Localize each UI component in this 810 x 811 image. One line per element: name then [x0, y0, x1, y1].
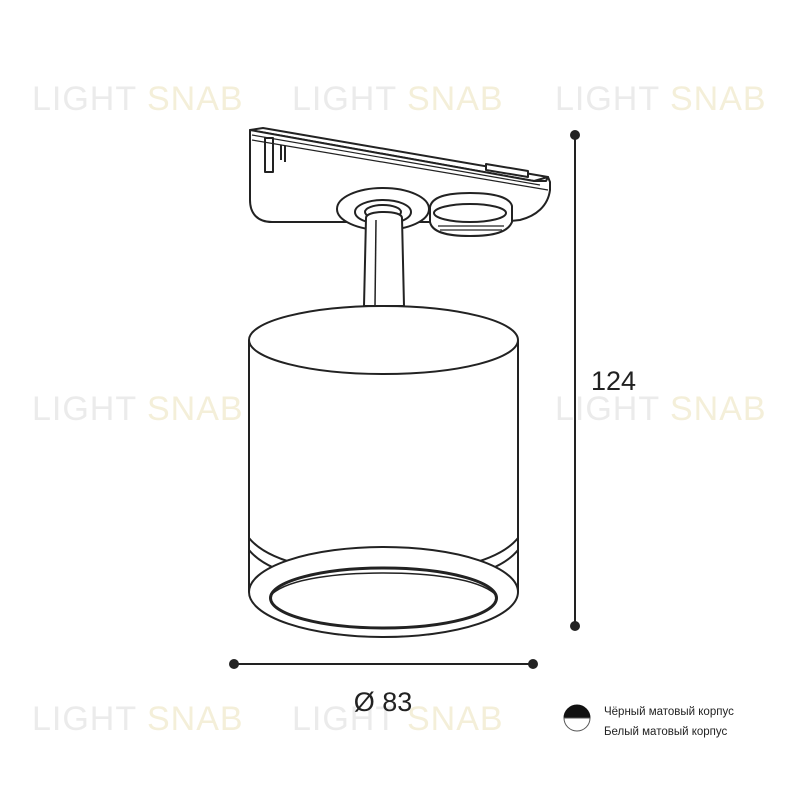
- legend-item-white: Белый матовый корпус: [604, 726, 728, 738]
- dimension-endpoint: [528, 659, 538, 669]
- watermark-text: LIGHT SNAB: [555, 80, 767, 118]
- diameter-label: Ø 83: [354, 687, 413, 717]
- height-dimension: 124: [570, 130, 636, 631]
- watermark-text: LIGHT SNAB: [292, 80, 504, 118]
- stem: [362, 210, 406, 307]
- color-legend: Чёрный матовый корпус Белый матовый корп…: [563, 704, 734, 738]
- dimension-endpoint: [570, 621, 580, 631]
- watermark-text: LIGHT SNAB: [32, 390, 244, 428]
- dimension-endpoint: [570, 130, 580, 140]
- locking-knob: [429, 191, 513, 238]
- lamp-body: [248, 305, 519, 592]
- dimension-endpoint: [229, 659, 239, 669]
- watermark-text: LIGHT SNAB: [555, 390, 767, 428]
- lamp-opening: [248, 546, 519, 638]
- legend-item-black: Чёрный матовый корпус: [604, 706, 734, 718]
- diameter-dimension: Ø 83: [229, 659, 538, 717]
- color-swatch-icon: [563, 704, 591, 732]
- watermark-text: LIGHT SNAB: [32, 700, 244, 738]
- watermark-text: LIGHT SNAB: [32, 80, 244, 118]
- height-label: 124: [591, 366, 636, 396]
- watermark-text: LIGHT SNAB: [292, 700, 504, 738]
